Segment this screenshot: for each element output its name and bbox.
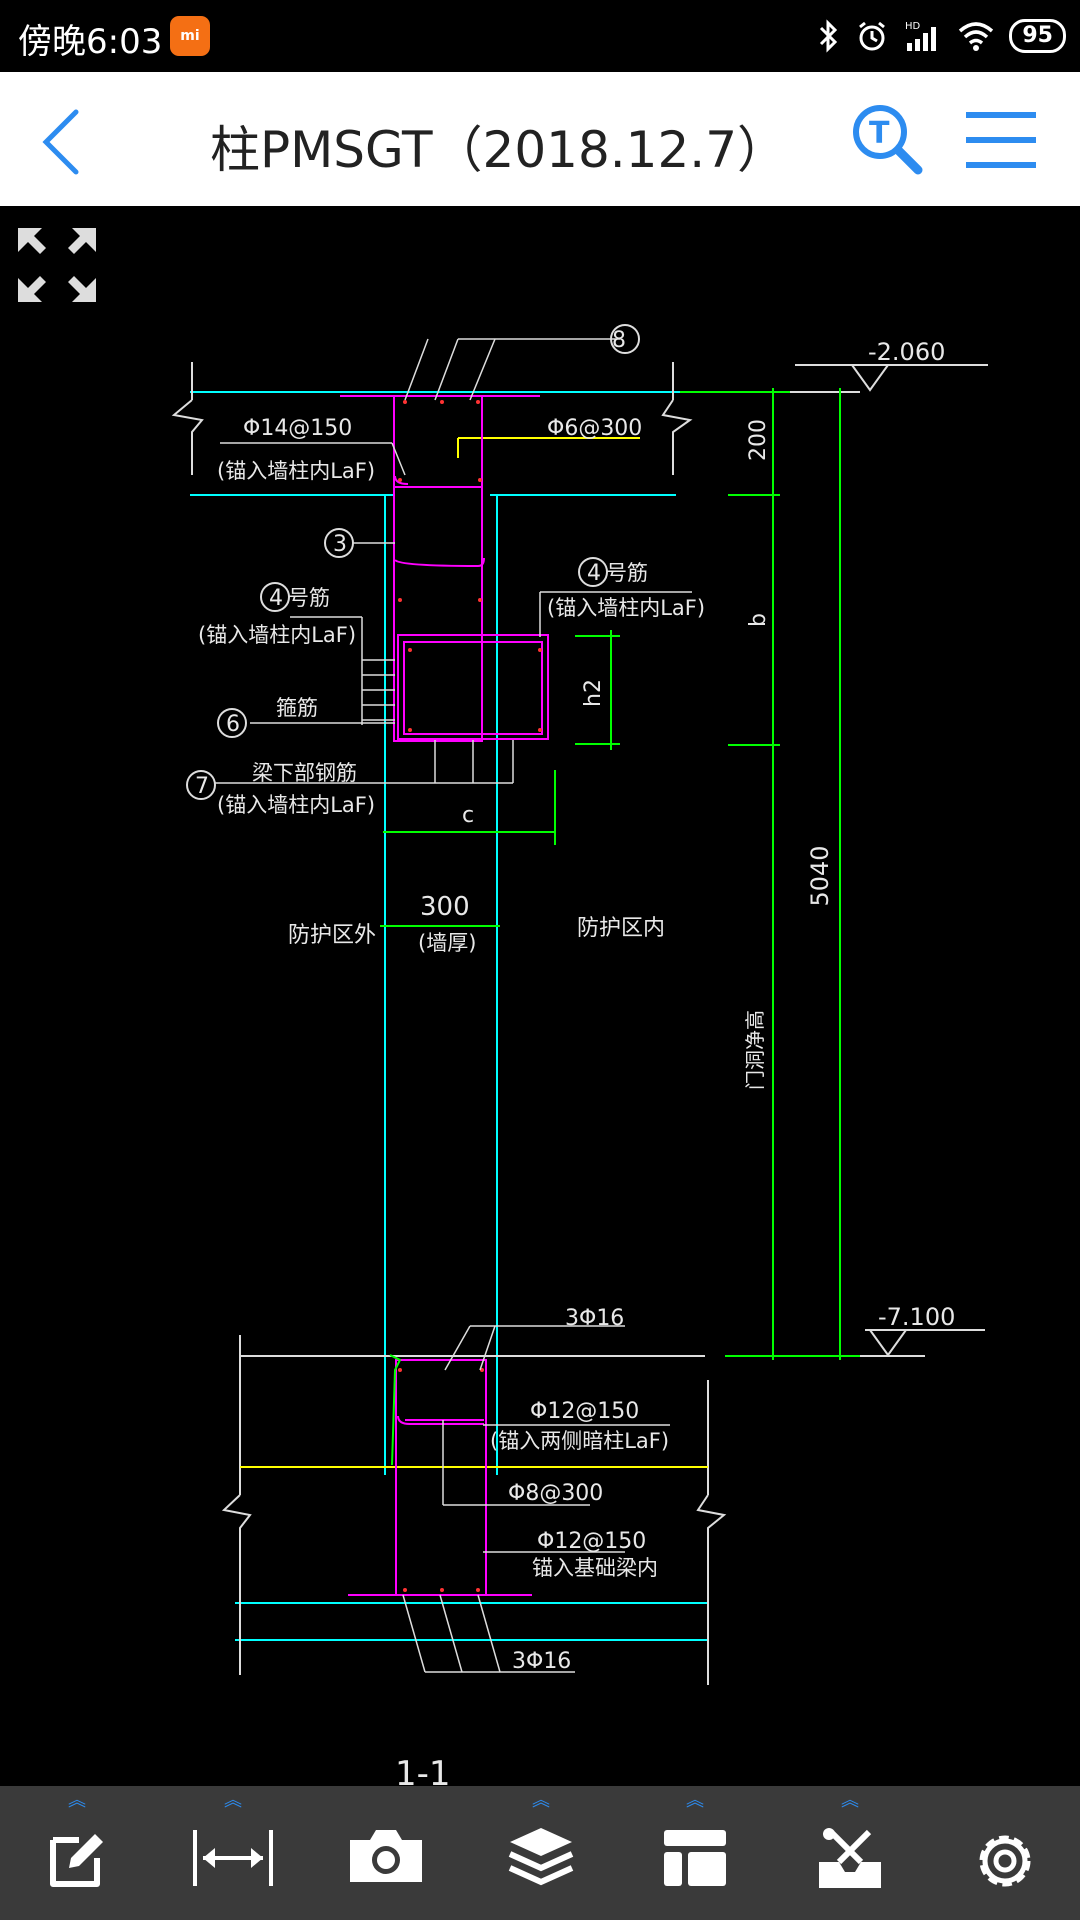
drawing-canvas[interactable]: 8 Φ14@150 (锚入墙柱内LaF) Φ6@300 -2.060 200 b… xyxy=(0,206,1080,1786)
back-icon[interactable] xyxy=(30,102,100,182)
section-label: 1-1 xyxy=(395,1754,451,1786)
measure-button[interactable]: ︽ xyxy=(168,1786,298,1920)
label-stirrup: 箍筋 xyxy=(276,696,318,720)
elevation-bottom: -7.100 xyxy=(878,1303,955,1331)
layers-icon xyxy=(508,1828,574,1886)
layers-button[interactable]: ︽ xyxy=(476,1786,606,1920)
settings-icon xyxy=(979,1835,1031,1887)
layout-icon xyxy=(664,1830,726,1886)
dim-c: c xyxy=(462,803,474,828)
label-anchor-7: (锚入墙柱内LaF) xyxy=(217,793,375,817)
page-title: 柱PMSGT（2018.12.7） xyxy=(210,121,788,179)
settings-button[interactable] xyxy=(940,1786,1070,1920)
elevation-top: -2.060 xyxy=(868,338,945,366)
balloon-6: 6 xyxy=(226,712,240,737)
bluetooth-icon xyxy=(820,19,838,53)
label-beam-bottom: 梁下部钢筋 xyxy=(252,761,357,785)
balloon-4b: 4 xyxy=(587,561,601,586)
signal-icon: HD xyxy=(905,21,937,51)
alarm-icon xyxy=(859,21,886,51)
label-door-clear-height: 门洞净高 xyxy=(743,1010,767,1090)
dim-5040: 5040 xyxy=(806,845,834,906)
balloon-4a: 4 xyxy=(269,586,283,611)
expand-up-icon: ︽ xyxy=(224,1790,242,1811)
expand-up-icon: ︽ xyxy=(841,1790,859,1811)
balloon-7: 7 xyxy=(195,774,209,799)
expand-up-icon: ︽ xyxy=(68,1790,86,1811)
tools-icon xyxy=(819,1828,881,1888)
label-wall-thickness: (墙厚) xyxy=(418,931,476,955)
dim-200: 200 xyxy=(746,419,771,461)
label-phi12-a: Φ12@150 xyxy=(530,1399,639,1424)
expand-up-icon: ︽ xyxy=(686,1790,704,1811)
layout-button[interactable]: ︽ xyxy=(630,1786,760,1920)
label-anchor-1: (锚入墙柱内LaF) xyxy=(217,459,375,483)
status-bar: 傍晚6:03 mi HD 95 xyxy=(0,0,1080,72)
balloon-8: 8 xyxy=(612,328,626,353)
label-bars-top: 3Φ16 xyxy=(565,1306,624,1331)
label-num4a: 号筋 xyxy=(288,586,330,610)
camera-button[interactable] xyxy=(321,1786,451,1920)
label-phi14: Φ14@150 xyxy=(243,416,352,441)
app-header: 柱PMSGT（2018.12.7） T xyxy=(0,72,1080,208)
cad-drawing: 8 Φ14@150 (锚入墙柱内LaF) Φ6@300 -2.060 200 b… xyxy=(18,228,988,1786)
label-anchor-base: 锚入基础梁内 xyxy=(532,1556,658,1580)
mi-app-icon: mi xyxy=(170,16,210,56)
label-anchor-4b: (锚入墙柱内LaF) xyxy=(547,596,705,620)
dim-h2: h2 xyxy=(581,679,606,707)
label-anchor-4a: (锚入墙柱内LaF) xyxy=(198,623,356,647)
label-outside-zone: 防护区外 xyxy=(288,923,376,948)
camera-icon xyxy=(350,1830,422,1882)
label-phi6: Φ6@300 xyxy=(547,416,642,441)
edit-icon xyxy=(50,1834,103,1887)
bottom-toolbar: ︽ ︽ ︽ ︽ ︽ xyxy=(0,1786,1080,1920)
edit-button[interactable]: ︽ xyxy=(12,1786,142,1920)
balloon-3: 3 xyxy=(333,532,347,557)
dim-b: b xyxy=(746,613,771,627)
battery-indicator: 95 xyxy=(1009,19,1066,53)
label-num4b: 号筋 xyxy=(606,561,648,585)
status-time: 傍晚6:03 xyxy=(18,22,163,62)
text-search-icon[interactable]: T xyxy=(848,100,928,180)
status-icons: HD 95 xyxy=(817,14,1066,58)
tools-button[interactable]: ︽ xyxy=(785,1786,915,1920)
fullscreen-icon[interactable] xyxy=(18,228,96,302)
measure-icon xyxy=(193,1830,273,1886)
expand-up-icon: ︽ xyxy=(532,1790,550,1811)
label-anchor-column: (锚入两侧暗柱LaF) xyxy=(490,1429,669,1453)
svg-text:T: T xyxy=(869,116,890,151)
label-inside-zone: 防护区内 xyxy=(577,916,665,941)
label-phi12-b: Φ12@150 xyxy=(537,1529,646,1554)
wifi-icon xyxy=(959,22,994,51)
menu-icon[interactable] xyxy=(962,106,1042,174)
dim-300: 300 xyxy=(420,892,470,922)
label-bars-bottom: 3Φ16 xyxy=(512,1649,571,1674)
svg-text:HD: HD xyxy=(905,21,921,32)
label-phi8: Φ8@300 xyxy=(508,1481,603,1506)
